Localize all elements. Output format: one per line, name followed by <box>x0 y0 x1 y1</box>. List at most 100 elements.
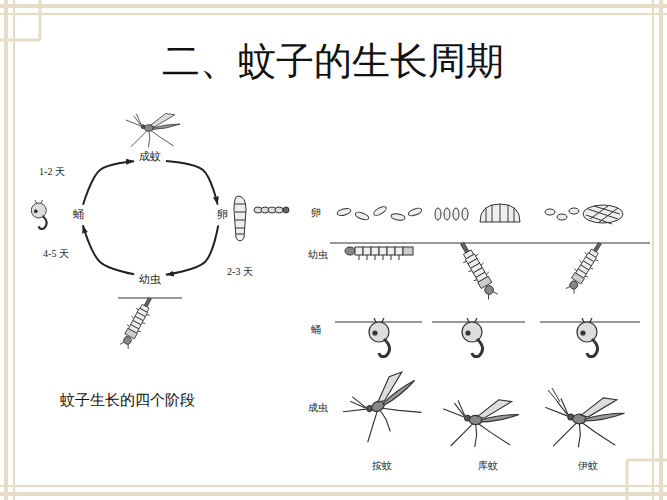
adult-anopheles <box>339 367 431 446</box>
small-larva <box>254 207 289 213</box>
illustration-part <box>480 204 520 222</box>
illustration-part <box>339 367 431 446</box>
illustration-part <box>0 4 667 8</box>
forms-table <box>330 204 650 447</box>
larva-hanging <box>454 239 500 302</box>
row-label: 蛹 <box>310 324 322 336</box>
illustration-part <box>583 205 623 223</box>
caption: 蚊子生长的四个阶段 <box>60 391 195 409</box>
illustration-part <box>652 0 654 500</box>
duration-label: 2-3 天 <box>226 266 254 278</box>
illustration-part <box>391 213 406 221</box>
illustration-part <box>395 247 403 255</box>
larva-hanging <box>563 239 607 296</box>
illustration-part <box>403 247 413 255</box>
label-box: 伊蚊 <box>577 460 599 472</box>
cycle-arrow <box>166 161 218 205</box>
column-label: 库蚊 <box>477 460 499 472</box>
illustration-part <box>432 321 525 322</box>
illustration-part <box>275 207 283 213</box>
illustration-part <box>545 209 555 215</box>
stage-label: 卵 <box>215 207 230 222</box>
label-box: 成虫 <box>307 402 329 414</box>
pupa-picture <box>462 318 483 357</box>
label-box: 幼虫 <box>307 249 329 261</box>
illustration-part <box>354 211 369 221</box>
illustration-part <box>557 214 567 220</box>
larva-flat <box>345 247 413 260</box>
slide-title: 二、蚊子的生长周期 <box>162 39 504 85</box>
illustration-part <box>283 207 289 213</box>
adult-aedes <box>546 398 625 447</box>
edge-label-box: 4-5 天 <box>42 248 70 260</box>
adult-culex <box>444 400 519 447</box>
stage-name: 成蚊 <box>139 150 161 163</box>
cycle-arrow <box>166 225 218 274</box>
stage-name: 蛹 <box>73 208 84 221</box>
illustration-part <box>462 208 468 220</box>
row-label: 幼虫 <box>307 249 329 261</box>
title-box: 二、蚊子的生长周期 <box>162 39 504 85</box>
illustration-part <box>627 459 667 462</box>
label-box: 蛹 <box>310 324 322 336</box>
illustration-part <box>563 239 607 296</box>
edge-label-box: 2-3 天 <box>226 266 254 278</box>
caption-box: 蚊子生长的四个阶段 <box>60 391 195 409</box>
label-box: 库蚊 <box>477 460 499 472</box>
stage-name: 幼虫 <box>139 273 161 286</box>
pupa-picture <box>369 318 390 357</box>
illustration-part <box>453 208 459 220</box>
illustration-part <box>355 247 363 255</box>
illustration-part <box>4 0 8 500</box>
adult-mosquito <box>126 113 180 147</box>
label-box: 按蚊 <box>371 460 393 472</box>
illustration-part <box>407 207 422 217</box>
illustration-part <box>0 39 40 42</box>
row-label: 成虫 <box>307 402 329 414</box>
pupa-picture <box>577 318 598 357</box>
column-label: 伊蚊 <box>577 460 599 472</box>
stage-label: 蛹 <box>71 207 86 222</box>
cycle-arrow <box>83 161 134 205</box>
larva-picture <box>117 294 157 350</box>
illustration-part <box>359 255 399 260</box>
edge-label-box: 1-2 天 <box>38 166 66 178</box>
illustration-part <box>0 492 667 496</box>
eggs <box>336 204 623 224</box>
illustration-part <box>13 0 15 500</box>
row-label: 卵 <box>310 207 322 219</box>
stage-name: 卵 <box>217 208 228 221</box>
illustration-part <box>379 247 387 255</box>
illustration-part <box>586 206 620 224</box>
illustration-part <box>659 0 663 500</box>
illustration-part <box>371 247 379 255</box>
illustration-part <box>435 208 441 220</box>
illustration-part <box>486 204 514 222</box>
label-box: 卵 <box>310 207 322 219</box>
illustration-part <box>235 204 246 234</box>
water-line <box>330 242 650 243</box>
column-label: 按蚊 <box>371 460 393 472</box>
illustration-part <box>345 247 355 255</box>
illustration-part <box>336 207 351 216</box>
illustration-part <box>0 13 667 15</box>
illustration-part <box>454 239 500 302</box>
illustration-part <box>39 0 42 40</box>
illustration-part <box>626 460 629 500</box>
stage-label: 成蚊 <box>137 149 163 164</box>
illustration-part <box>117 294 157 350</box>
cycle-arrow <box>83 225 134 274</box>
illustration-part <box>372 205 387 217</box>
illustration-part <box>234 196 246 241</box>
illustration-part <box>569 208 579 214</box>
illustration-part <box>444 208 450 220</box>
egg-raft <box>234 196 246 241</box>
duration-label: 1-2 天 <box>38 166 66 178</box>
stage-label: 幼虫 <box>137 272 163 287</box>
illustration-part <box>363 247 371 255</box>
pupa-picture <box>31 200 46 229</box>
cycle-pictures <box>31 113 289 350</box>
illustration-part <box>0 485 667 487</box>
